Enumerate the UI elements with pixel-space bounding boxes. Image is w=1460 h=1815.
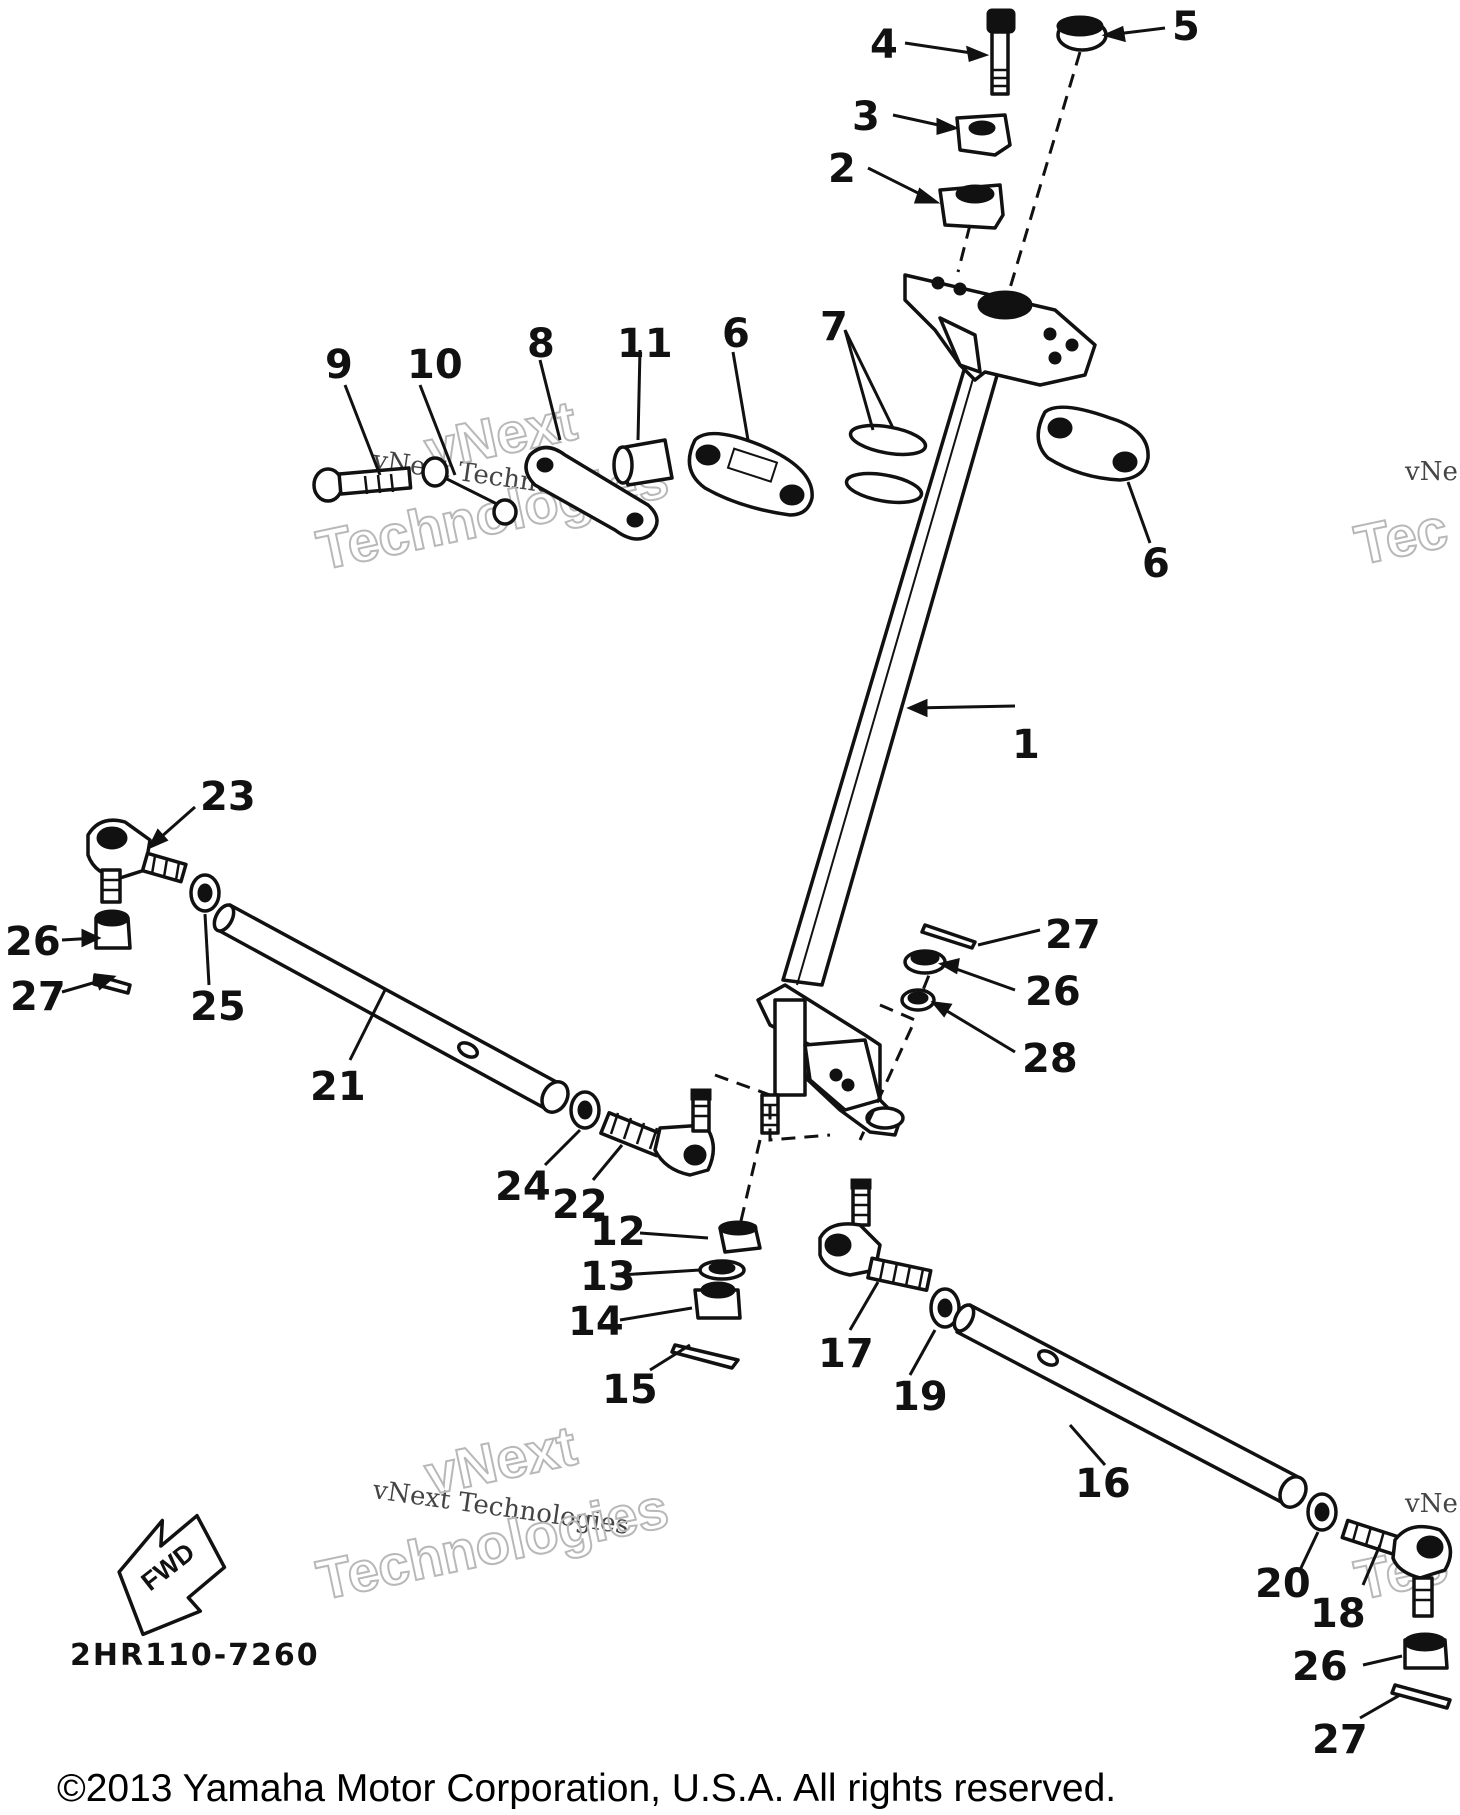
callout-6-left: 6 [722, 311, 750, 357]
callout-1: 1 [1012, 722, 1040, 768]
bolt-top [986, 8, 1016, 96]
callout-14: 14 [568, 1299, 624, 1345]
copyright-text: ©2013 Yamaha Motor Corporation, U.S.A. A… [57, 1767, 1116, 1810]
nut-right [1390, 1632, 1452, 1710]
fwd-arrow: FWD [117, 1513, 227, 1637]
callout-27-left: 27 [10, 974, 66, 1020]
callout-2: 2 [828, 146, 856, 192]
tie-rod-right [952, 1303, 1308, 1509]
part-code: 2HR110-7260 [70, 1638, 320, 1673]
link-plate [524, 445, 659, 541]
callout-15: 15 [602, 1367, 658, 1413]
handlebar-holder-plate [903, 273, 1097, 387]
clamp-upper [955, 113, 1012, 157]
callout-24: 24 [495, 1164, 551, 1210]
bolt-long [421, 456, 518, 526]
nut-19 [929, 1287, 961, 1329]
clamp-lower [938, 183, 1005, 230]
callout-26-left: 26 [5, 919, 61, 965]
tie-rod-end-left-outer [86, 818, 188, 904]
callout-8: 8 [527, 321, 555, 367]
bushing-right [1036, 405, 1150, 482]
rings [844, 423, 928, 505]
tie-rod-left [212, 903, 570, 1114]
tie-rod-end-right-inner [818, 1178, 933, 1293]
watermark-edge-small: vNe [1404, 1489, 1458, 1519]
callout-19: 19 [892, 1374, 948, 1420]
callout-21: 21 [310, 1064, 366, 1110]
callout-7: 7 [820, 304, 848, 350]
nut-20 [1306, 1492, 1338, 1532]
callout-10: 10 [407, 342, 463, 388]
cap [1056, 15, 1108, 52]
pitman-arm [756, 983, 905, 1137]
callout-27-upper: 27 [1045, 912, 1101, 958]
callout-18: 18 [1310, 1591, 1366, 1637]
callout-20: 20 [1255, 1561, 1311, 1607]
callout-28: 28 [1022, 1036, 1078, 1082]
callout-5: 5 [1172, 4, 1200, 50]
callout-4: 4 [870, 22, 898, 68]
callout-22: 22 [552, 1182, 608, 1228]
assembly-dash-line [1003, 51, 1082, 306]
tie-rod-end-left-inner [599, 1088, 715, 1177]
watermark-bottom: vNext Technologies vNext Technologies [310, 1412, 674, 1612]
callout-27-right: 27 [1312, 1717, 1368, 1763]
callout-6-right: 6 [1142, 541, 1170, 587]
callout-25: 25 [190, 984, 246, 1030]
bushing-left [687, 431, 814, 517]
callout-26-right: 26 [1292, 1644, 1348, 1690]
callout-3: 3 [852, 94, 880, 140]
callout-13: 13 [580, 1254, 636, 1300]
callout-9: 9 [325, 342, 353, 388]
callout-12: 12 [590, 1209, 646, 1255]
callout-16: 16 [1075, 1461, 1131, 1507]
callout-11: 11 [617, 321, 673, 367]
watermark-edge-big: Tec [1349, 496, 1452, 577]
assembly-dash-line [714, 1073, 831, 1142]
assembly-dash-line [956, 224, 972, 273]
right-upper-nuts [900, 923, 977, 1012]
lower-nut-stack [670, 1220, 762, 1370]
nut-24 [569, 1090, 601, 1130]
callout-labels: 1 2 3 4 5 6 6 7 8 9 10 11 12 13 14 15 16… [5, 4, 1368, 1763]
bolt-short [312, 466, 413, 503]
watermark-edge-small: vNe [1404, 457, 1458, 487]
nut-left [92, 909, 132, 995]
assembly-dash-line [738, 1139, 762, 1226]
callout-26-upper: 26 [1025, 969, 1081, 1015]
assembly-dash-line [858, 1003, 918, 1141]
callout-23: 23 [200, 774, 256, 820]
nut-25 [189, 873, 221, 913]
tie-rod-end-right-outer [1340, 1518, 1453, 1618]
leader-lines [61, 25, 1403, 1720]
watermark-edge: vNe Tec vNe Tec [1348, 457, 1458, 1613]
sleeve [612, 438, 674, 487]
callout-17: 17 [818, 1331, 874, 1377]
